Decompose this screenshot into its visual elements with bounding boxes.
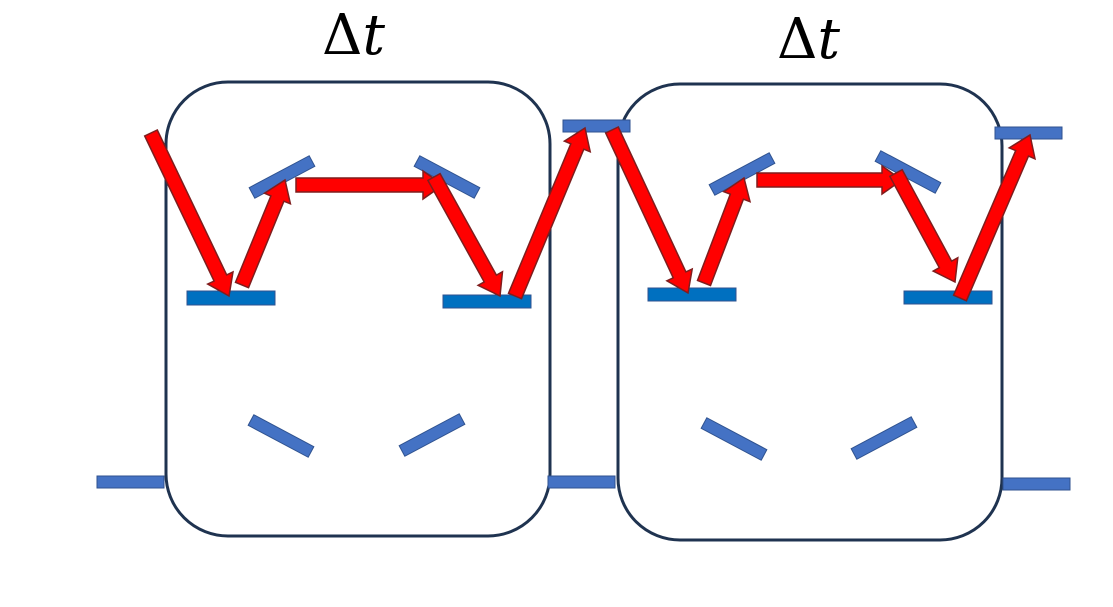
delta-symbol: Δ [322,3,363,68]
arrow-left-down [426,172,504,298]
delta-t-label-right: Δt [777,12,840,68]
delta-symbol: Δ [777,7,818,72]
arrow-to-top-right [952,133,1037,302]
time-symbol: t [362,3,385,68]
tilted-mirror-left-low-a [247,414,315,458]
target-mirror-left-1 [186,290,276,306]
time-step-box-left [164,80,552,538]
target-mirror-left-2 [442,294,532,309]
tilted-mirror-left-low-b [398,413,466,457]
arrow-right-across [756,164,904,196]
arrow-middle-down [604,125,694,295]
target-mirror-right-1 [647,287,737,302]
arrow-right-up [696,176,752,287]
tilted-mirror-right-low-a [700,417,768,461]
light-path-arrows [143,125,1037,302]
arrow-incoming-left [143,129,234,298]
delta-t-label-left: Δt [322,8,385,64]
tilted-mirror-right-low-b [850,416,918,460]
time-step-box-right [616,82,1004,542]
arrow-left-up [234,178,292,289]
arrow-to-top-middle [507,126,592,300]
time-symbol: t [817,7,840,72]
mirror-bottom-left [96,475,165,489]
mirror-bottom-right [1002,477,1071,491]
arrow-right-down [888,168,959,284]
target-mirror-right-2 [903,290,993,305]
arrow-left-across [295,169,445,201]
mirror-bottom-middle [547,475,616,489]
